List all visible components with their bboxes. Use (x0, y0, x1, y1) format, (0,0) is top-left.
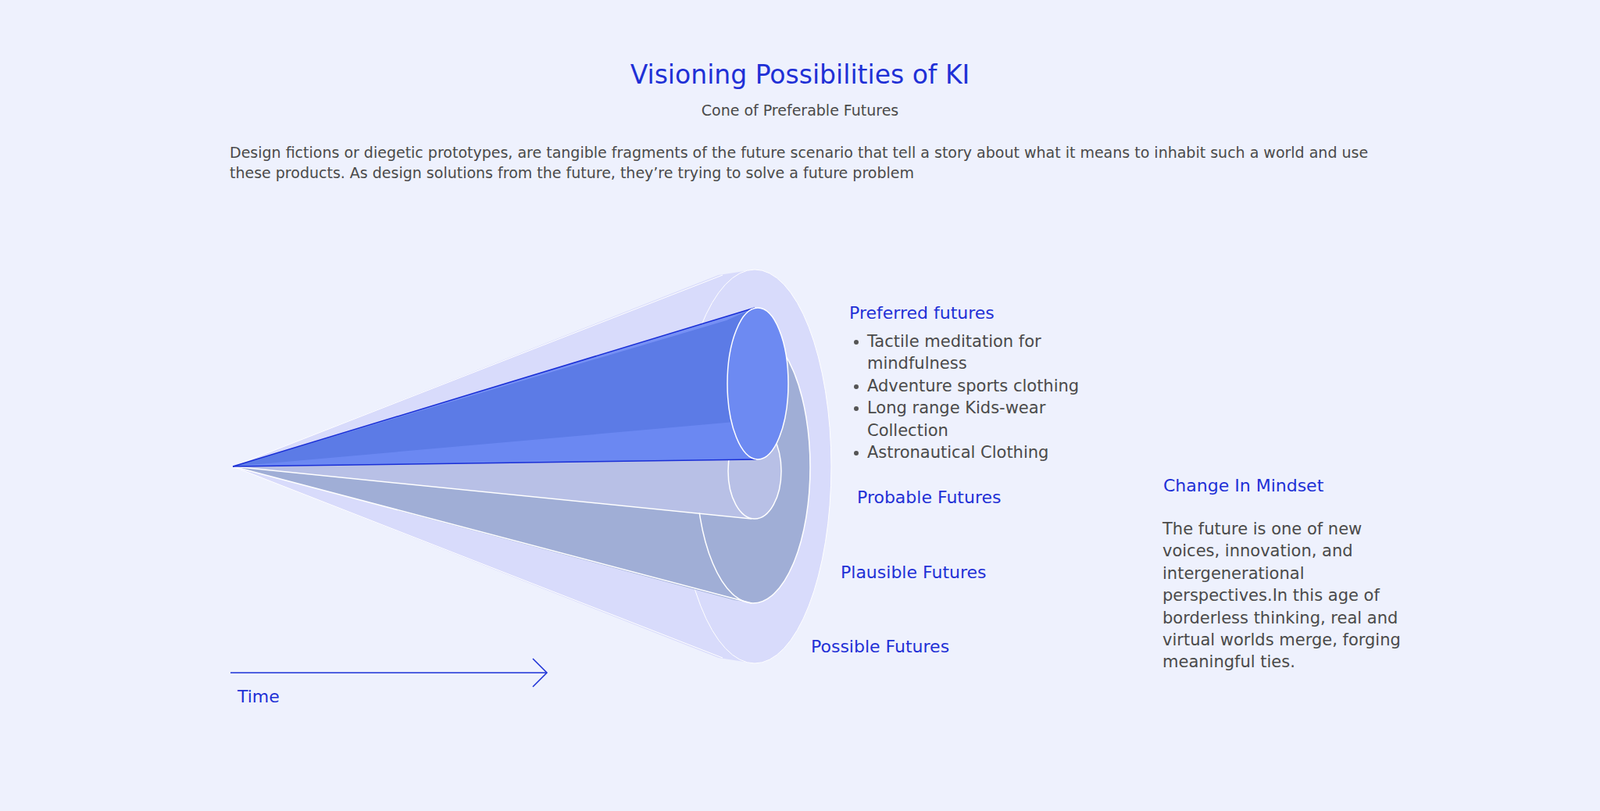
time-arrowhead (532, 658, 547, 687)
bullet-item: Long range Kids-wear Collection (867, 396, 1102, 442)
bullet-dot (853, 406, 859, 411)
bullet-text: Tactile meditation for mindfulness (867, 332, 1042, 373)
preferred-face (232, 307, 755, 467)
page-title: Visioning Possibilities of KI (0, 59, 1600, 90)
preferred-face (232, 421, 755, 467)
bullet-item: Adventure sports clothing (867, 375, 1102, 397)
band-label: Possible Futures (810, 635, 1061, 659)
bullet-item: Tactile meditation for mindfulness (867, 330, 1102, 375)
band-label: Preferred futures (849, 301, 1100, 325)
bullet-list: Tactile meditation for mindfulnessAdvent… (867, 330, 1102, 464)
cone-edge (232, 466, 752, 519)
bullet-text: Astronautical Clothing (867, 442, 1049, 462)
bullet-dot (853, 339, 859, 345)
band-label: Probable Futures (857, 485, 1108, 510)
section-heading: Change In Mindset (1163, 474, 1476, 498)
preferred-cone (232, 307, 758, 467)
subtitle: Cone of Preferable Futures (0, 100, 1600, 122)
bullet-text: Long range Kids-wear Collection (867, 398, 1046, 440)
bullet-item: Astronautical Clothing (867, 441, 1102, 464)
preferred-ellipse (727, 307, 789, 460)
possible-cone (232, 269, 755, 664)
bullet-text: Adventure sports clothing (867, 376, 1079, 396)
body-text: The future is one of new voices, innovat… (1162, 517, 1421, 674)
band-label: Plausible Futures (840, 560, 1091, 585)
axis-label: Time (237, 685, 394, 709)
bullet-dot (853, 450, 859, 456)
bullet-dot (853, 384, 859, 390)
cone-edge (232, 459, 757, 467)
intro-paragraph: Design fictions or diegetic prototypes, … (229, 142, 1371, 183)
cone-edge (232, 307, 755, 467)
time-axis (230, 671, 547, 674)
